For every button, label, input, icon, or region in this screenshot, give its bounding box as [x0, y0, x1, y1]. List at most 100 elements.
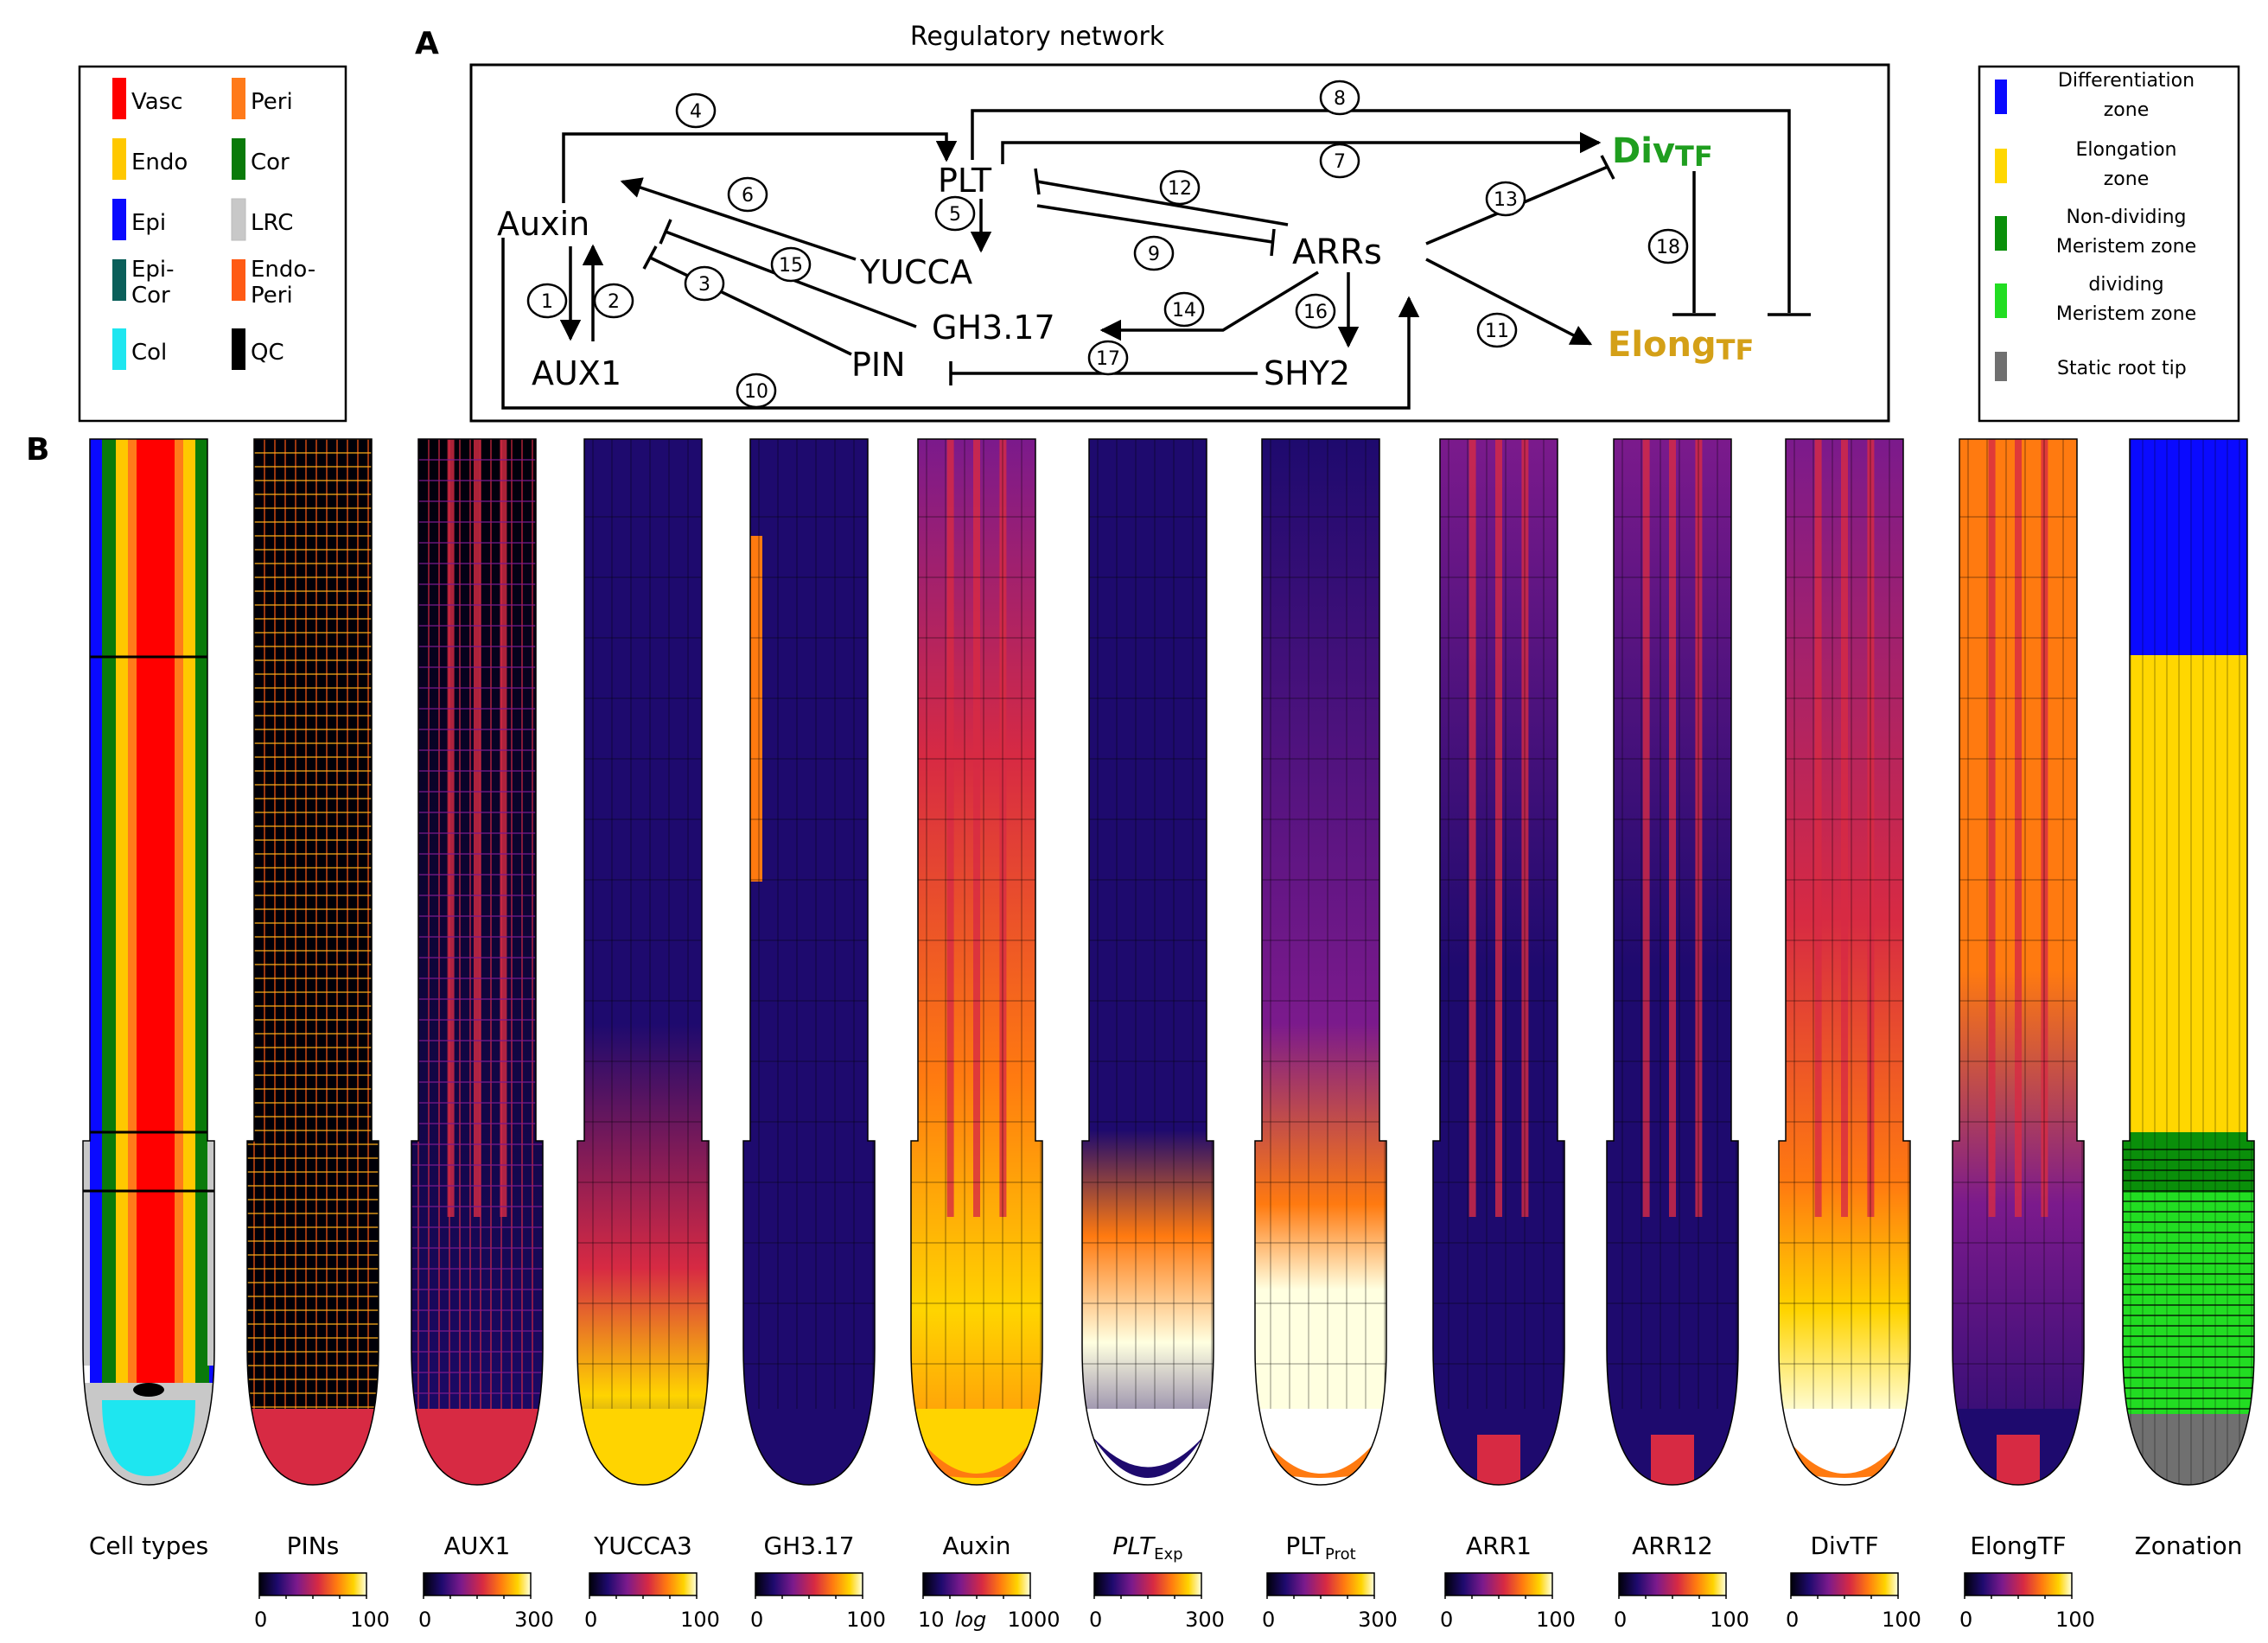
edge-12-bar — [1034, 168, 1041, 195]
edge-number: 12 — [1168, 178, 1192, 200]
panel-label-a: A — [415, 26, 439, 61]
edge-number: 16 — [1303, 302, 1328, 323]
panel-label-b: B — [26, 432, 49, 468]
node-plt: PLT — [938, 162, 992, 200]
colorbar — [1790, 1572, 1899, 1596]
colorbar-min: 0 — [254, 1608, 267, 1632]
root-label: Auxin — [943, 1532, 1011, 1560]
blue-swatch — [112, 199, 126, 240]
edge-badge — [736, 373, 777, 409]
colorbar-min: 0 — [418, 1608, 431, 1632]
zone-swatch — [1995, 149, 2007, 183]
root-label: PINs — [287, 1532, 340, 1560]
colorbar — [589, 1572, 698, 1596]
edge-12 — [1036, 180, 1289, 226]
colorbar-min: 0 — [1614, 1608, 1627, 1632]
edge-badge — [770, 246, 812, 283]
edge-number: 5 — [949, 204, 961, 226]
colorbar — [1444, 1572, 1553, 1596]
edge-number: 15 — [779, 255, 803, 277]
colorbar-min: 0 — [584, 1608, 597, 1632]
colorbar-min: 0 — [1262, 1608, 1275, 1632]
edge-badge — [1295, 293, 1336, 329]
edge-badge — [675, 92, 717, 129]
edge-number: 13 — [1494, 189, 1518, 211]
root-3: YUCCA3 0 100 — [577, 438, 720, 1632]
colorbar-min: 10 — [918, 1608, 945, 1632]
zone-swatch — [1995, 283, 2007, 318]
edge-badge — [934, 195, 976, 232]
zone-swatch — [1995, 216, 2007, 251]
colorbar-max: 100 — [2055, 1608, 2095, 1632]
regulatory-network: Regulatory network Auxin AUX1 PLT YUCCA … — [469, 22, 1890, 423]
colorbar — [755, 1572, 863, 1596]
root-label: AUX1 — [444, 1532, 511, 1560]
colorbar-max: 1000 — [1007, 1608, 1060, 1632]
colorbar-max: 100 — [1536, 1608, 1576, 1632]
cell-legend-label: Vasc — [131, 89, 183, 115]
edge-number: 11 — [1485, 321, 1509, 342]
colorbar-max: 300 — [1185, 1608, 1225, 1632]
node-aux1: AUX1 — [532, 354, 621, 392]
orange-swatch — [232, 78, 245, 119]
grey-swatch — [231, 198, 246, 241]
edge-number: 17 — [1096, 348, 1120, 370]
red-swatch — [112, 78, 126, 119]
root-label: Zonation — [2135, 1532, 2243, 1560]
colorbar — [1266, 1572, 1375, 1596]
teal-swatch — [112, 259, 126, 301]
node-auxin: Auxin — [497, 205, 589, 243]
colorbar-max: 100 — [680, 1608, 720, 1632]
zone-legend-label: Static root tip — [2057, 358, 2187, 379]
edge-badge — [1087, 340, 1129, 376]
black-swatch — [232, 328, 245, 370]
colorbar-min: 0 — [750, 1608, 763, 1632]
edge-badge — [1133, 235, 1175, 271]
edge-8 — [971, 109, 1791, 313]
edge-4 — [562, 132, 958, 203]
node-divtf: DivTF — [1612, 131, 1713, 173]
colorbar-min: 0 — [1786, 1608, 1799, 1632]
node-gh3-17: GH3.17 — [932, 309, 1055, 347]
edge-10 — [501, 238, 1420, 410]
edge-badge — [526, 283, 568, 319]
root-label: ARR1 — [1466, 1532, 1532, 1560]
cell-legend-label: Peri — [251, 89, 293, 115]
colorbar-max: 100 — [350, 1608, 390, 1632]
zone-swatch — [1995, 352, 2007, 381]
green-swatch — [232, 138, 245, 180]
root-label: PLTProt — [1285, 1532, 1355, 1563]
cell-legend-label: Cor — [251, 150, 290, 175]
colorbar — [1093, 1572, 1202, 1596]
edge-number: 9 — [1148, 244, 1160, 265]
colorbar-max: 100 — [1882, 1608, 1921, 1632]
cell-legend-label: LRC — [251, 210, 293, 236]
edge-6 — [620, 177, 857, 261]
cell-legend-label: Epi-Cor — [131, 257, 175, 309]
edge-9-bar — [1270, 228, 1276, 257]
cyan-swatch — [112, 328, 126, 370]
edge-number: 18 — [1656, 237, 1680, 258]
root-12: Zonation — [2122, 438, 2255, 1560]
colorbar-min: 0 — [1089, 1608, 1102, 1632]
edge-number: 8 — [1334, 88, 1346, 110]
edge-badge — [1163, 291, 1205, 328]
edge-number: 3 — [698, 274, 710, 296]
node-shy2: SHY2 — [1264, 354, 1350, 392]
yellow-swatch — [112, 138, 126, 180]
root-0: Cell types — [82, 438, 215, 1560]
edge-number: 10 — [744, 381, 768, 403]
root-label: YUCCA3 — [593, 1532, 692, 1560]
colorbar — [1618, 1572, 1727, 1596]
cell-legend-label: QC — [251, 340, 284, 366]
orange-red-swatch — [232, 259, 245, 301]
